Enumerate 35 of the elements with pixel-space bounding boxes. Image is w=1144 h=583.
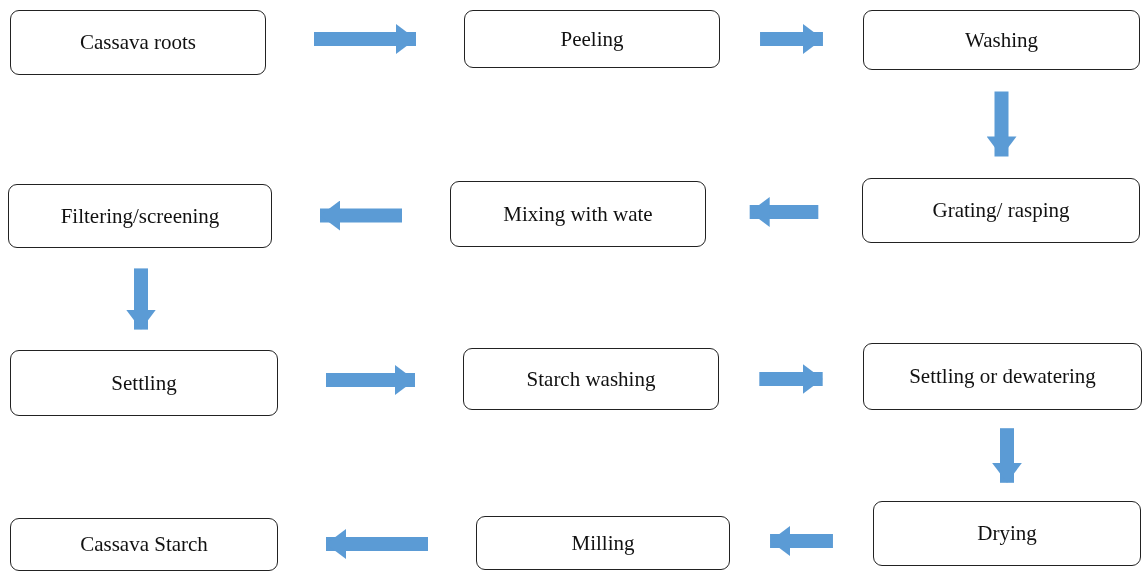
process-box bbox=[463, 348, 719, 410]
step-label: Drying bbox=[976, 521, 1038, 546]
step-label: Settling bbox=[110, 370, 178, 396]
block-arrow bbox=[326, 529, 428, 559]
process-box bbox=[10, 350, 278, 416]
step-label: Peeling bbox=[559, 26, 625, 52]
process-box bbox=[10, 518, 278, 571]
step-label: Filtering/screening bbox=[59, 203, 221, 229]
process-box bbox=[10, 10, 266, 75]
block-arrow bbox=[759, 364, 823, 394]
step-label: Milling bbox=[570, 530, 636, 556]
block-arrow bbox=[320, 200, 402, 231]
block-arrow bbox=[760, 24, 823, 54]
block-arrow bbox=[314, 24, 416, 54]
step-label: Cassava roots bbox=[78, 30, 198, 55]
block-arrow bbox=[992, 428, 1022, 483]
block-arrow bbox=[326, 365, 415, 395]
process-box bbox=[873, 501, 1141, 566]
step-label: Washing bbox=[964, 27, 1039, 53]
block-arrow bbox=[126, 268, 156, 330]
step-label: Settling or dewatering bbox=[908, 364, 1097, 389]
block-arrow bbox=[749, 197, 819, 227]
process-box bbox=[862, 178, 1140, 243]
process-box bbox=[8, 184, 272, 248]
process-box bbox=[863, 10, 1140, 70]
block-arrow bbox=[770, 526, 833, 556]
step-label: Grating/ rasping bbox=[931, 198, 1071, 223]
process-box bbox=[476, 516, 730, 570]
process-box bbox=[464, 10, 720, 68]
block-arrow bbox=[986, 91, 1017, 157]
step-label: Cassava Starch bbox=[79, 532, 209, 557]
step-label: Starch washing bbox=[525, 366, 657, 392]
process-box bbox=[450, 181, 706, 247]
process-box bbox=[863, 343, 1142, 410]
step-label: Mixing with wate bbox=[502, 201, 654, 227]
